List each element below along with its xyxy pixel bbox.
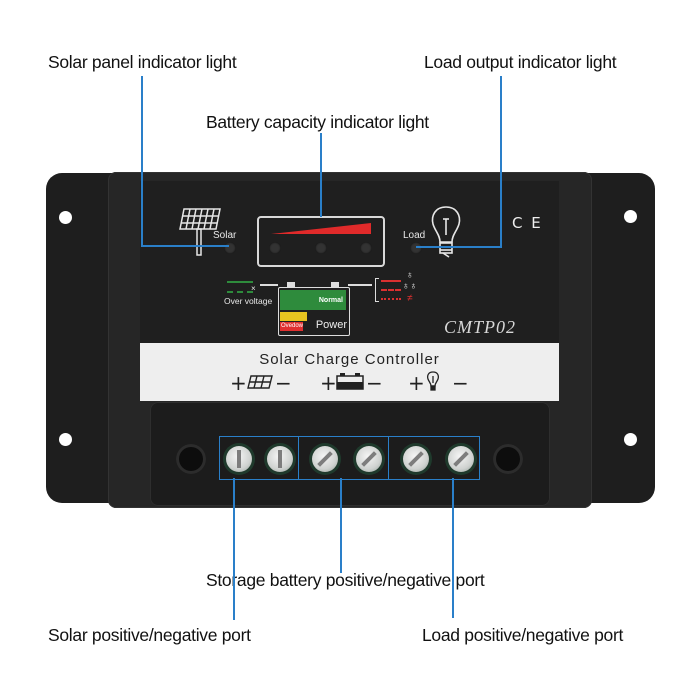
solar-indicator-led: [224, 242, 236, 254]
load-negative-terminal[interactable]: [448, 446, 474, 472]
product-title: Solar Charge Controller: [259, 351, 440, 368]
ce-mark: C E: [512, 214, 543, 232]
battery-led-3: [360, 242, 372, 254]
solar-port-group: [219, 436, 299, 480]
mounting-hole: [59, 433, 72, 446]
load-off-icon: ≠: [407, 293, 413, 304]
right-cover-bolt: [493, 444, 523, 474]
battery-capacity-window: [257, 216, 385, 267]
arrow-to-battery: [260, 284, 278, 286]
callout-battery-capacity-indicator: Battery capacity indicator light: [206, 112, 429, 132]
leader-solar-indicator-h: [141, 245, 229, 247]
callout-solar-port: Solar positive/negative port: [48, 625, 251, 645]
mounting-hole: [59, 211, 72, 224]
load-bracket: [375, 278, 379, 302]
battery-yellow-zone: [280, 312, 307, 321]
bulb-icon: [427, 371, 439, 391]
load-port-group: [388, 436, 480, 480]
light-bulb-icon: [431, 206, 461, 258]
battery-led-2: [315, 242, 327, 254]
normal-voltage-line: [227, 281, 253, 283]
leader-solar-indicator: [141, 76, 143, 246]
solar-panel-icon: [247, 375, 273, 389]
battery-overdischarge-zone: Ovedow: [280, 322, 303, 331]
solar-negative-terminal[interactable]: [267, 446, 293, 472]
overdischarge-label: Ovedow: [281, 323, 304, 329]
load-line-2: [381, 289, 401, 291]
load-plus-symbol: +: [408, 371, 425, 395]
load-minus-symbol: −: [452, 371, 469, 395]
solar-led-label: Solar: [213, 230, 237, 241]
leader-battery-capacity: [320, 133, 322, 217]
callout-load-output-indicator: Load output indicator light: [424, 52, 617, 72]
battery-icon: [336, 373, 364, 390]
leader-battery-port: [340, 478, 342, 573]
left-cover-bolt: [176, 444, 206, 474]
capacity-wedge-icon: [271, 223, 371, 234]
normal-label: Normal: [318, 297, 343, 304]
solar-plus-symbol: +: [230, 371, 247, 395]
callout-solar-panel-indicator: Solar panel indicator light: [48, 52, 237, 72]
load-line-3: [381, 298, 401, 300]
terminal-block: [150, 402, 550, 506]
battery-minus-symbol: −: [366, 371, 383, 395]
over-voltage-line: [227, 291, 253, 293]
solar-panel-icon: [179, 208, 221, 256]
battery-diagram: Normal Ovedow Power: [278, 282, 350, 336]
leader-load-indicator-h: [416, 246, 502, 248]
load-indicator-led: [410, 242, 422, 254]
leader-solar-port: [233, 478, 235, 620]
mounting-hole: [624, 433, 637, 446]
arrow-to-load: [348, 284, 372, 286]
bulb-mini-icon: ♁: [406, 270, 414, 281]
over-voltage-label: Over voltage: [224, 296, 273, 306]
load-positive-terminal[interactable]: [403, 446, 429, 472]
solar-minus-symbol: −: [275, 371, 292, 395]
battery-normal-zone: Normal: [280, 290, 346, 310]
label-strip: Solar Charge Controller + − + − + −: [140, 343, 559, 401]
battery-led-1: [269, 242, 281, 254]
battery-plus-symbol: +: [320, 371, 337, 395]
leader-load-indicator: [500, 76, 502, 247]
bulbs-mini-icon: ♁♁: [402, 281, 417, 292]
load-led-label: Load: [403, 230, 426, 241]
callout-load-port: Load positive/negative port: [422, 625, 624, 645]
model-name: CMTP02: [444, 317, 517, 337]
mounting-hole: [624, 210, 637, 223]
callout-storage-battery-port: Storage battery positive/negative port: [206, 570, 485, 590]
battery-negative-terminal[interactable]: [356, 446, 382, 472]
solar-positive-terminal[interactable]: [226, 446, 252, 472]
x-mark: ×: [251, 284, 256, 293]
battery-positive-terminal[interactable]: [312, 446, 338, 472]
battery-port-group: [298, 436, 389, 480]
leader-load-port: [452, 478, 454, 618]
power-label: Power: [315, 319, 347, 331]
load-line-1: [381, 280, 401, 282]
